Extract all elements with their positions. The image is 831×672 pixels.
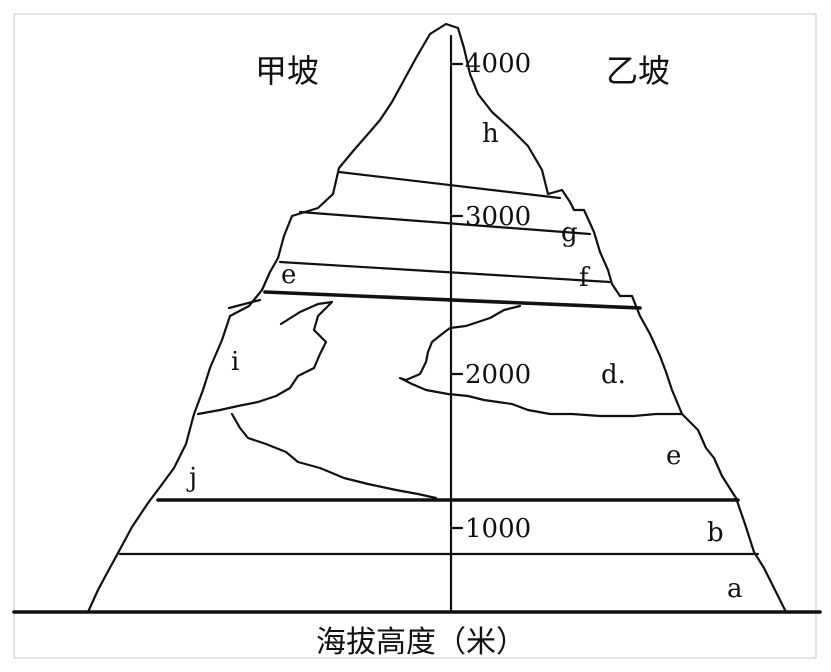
zone-label-g: g — [561, 218, 578, 248]
slope-right-label: 乙坡 — [606, 52, 670, 90]
zone-label-e-left: e — [281, 260, 296, 290]
zone-line-f-e — [278, 260, 612, 284]
zone-label-i: i — [231, 347, 239, 377]
zone-line-h-g — [337, 170, 562, 200]
tick-label-3000: 3000 — [465, 202, 531, 232]
tick-label-4000: 4000 — [465, 49, 531, 79]
zone-label-b: b — [707, 518, 724, 548]
zone-boundary-j — [230, 412, 438, 500]
zone-line-left-upper-i — [227, 298, 262, 310]
zone-label-f: f — [579, 263, 591, 293]
zone-line-g-f — [298, 210, 592, 236]
x-axis-caption: 海拔高度（米） — [316, 625, 526, 660]
tick-label-2000: 2000 — [465, 360, 531, 390]
mountain-outline — [86, 22, 788, 614]
zone-label-e-right: e — [666, 441, 681, 471]
zone-label-j: j — [186, 463, 197, 493]
tick-label-1000: 1000 — [465, 514, 531, 544]
slope-left-label: 甲坡 — [255, 52, 319, 90]
figure-frame — [13, 13, 817, 659]
zone-label-d: d. — [601, 360, 626, 390]
zone-boundary-i — [196, 300, 334, 416]
zone-line-upper-e — [263, 290, 642, 310]
zone-label-h: h — [482, 119, 499, 149]
zone-boundary-d-top — [398, 304, 684, 418]
zone-label-a: a — [727, 574, 743, 604]
